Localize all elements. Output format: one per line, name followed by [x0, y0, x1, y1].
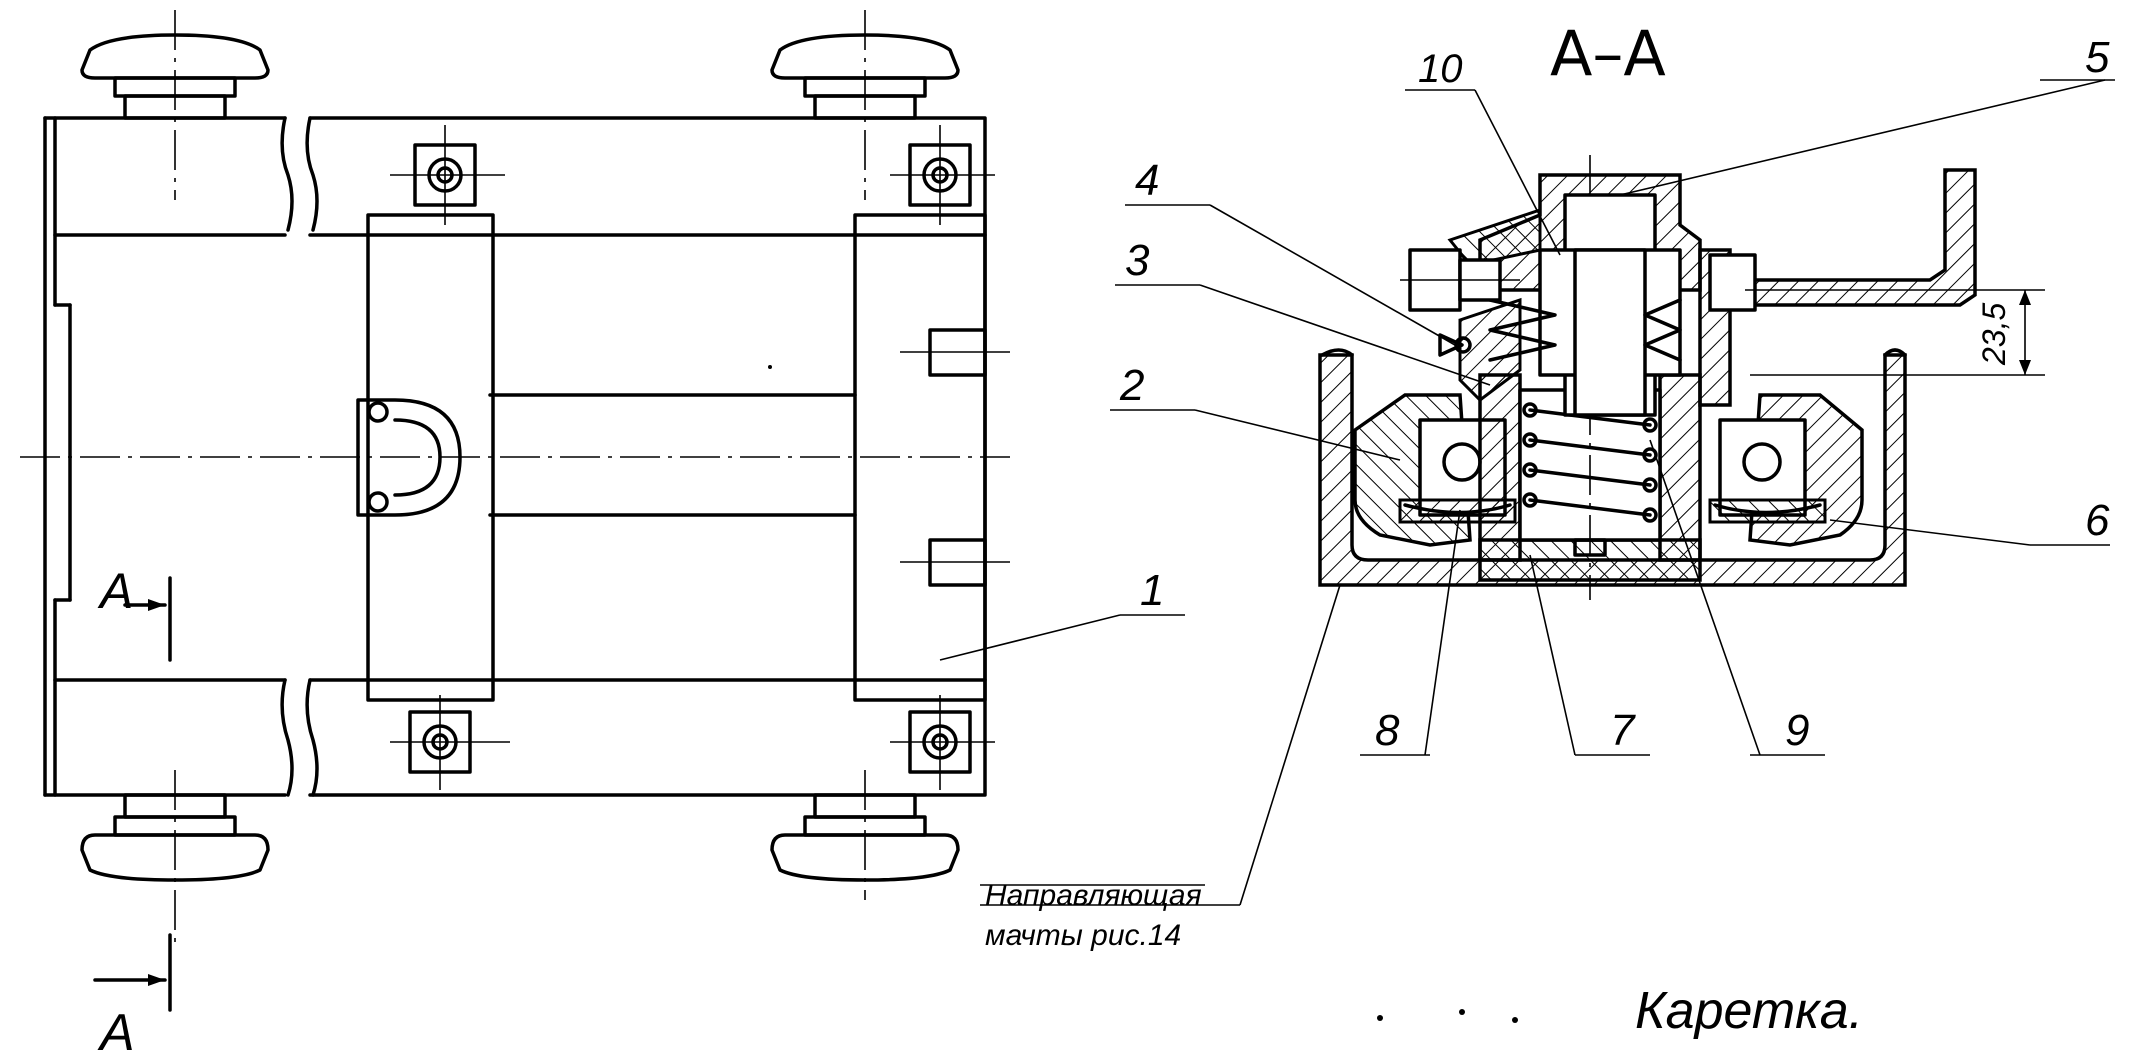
- callout-3: 3: [1125, 236, 1150, 285]
- section-view: [768, 79, 2115, 1023]
- right-bracket: [1698, 168, 1977, 407]
- bolt-top-right: [890, 125, 995, 225]
- section-title: A–A: [1550, 17, 1666, 90]
- callout-7: 7: [1610, 706, 1636, 755]
- guide-channel: [1318, 348, 1907, 587]
- frame: [43, 116, 987, 797]
- right-crossbar: [853, 213, 1010, 702]
- section-cut-marks: [93, 576, 172, 1012]
- note-line2: мачты рис.14: [985, 919, 1181, 952]
- leaders: [980, 79, 2115, 906]
- callout-10: 10: [1418, 47, 1463, 91]
- callout-2: 2: [1119, 361, 1144, 410]
- callout-5: 5: [2085, 33, 2110, 82]
- middle-crossbar: [356, 213, 495, 702]
- dimension-label: 23,5: [1976, 303, 2012, 366]
- plan-view: [20, 10, 1185, 1012]
- callout-1: 1: [1140, 566, 1164, 615]
- bolt-bottom-right: [890, 695, 995, 790]
- callout-6: 6: [2085, 496, 2110, 545]
- section-mark-bottom: A: [97, 1004, 135, 1060]
- dimension-235: [1745, 289, 2045, 376]
- link-block: [1438, 297, 1522, 402]
- bolt-bottom-mid: [390, 695, 510, 790]
- callout-8: 8: [1375, 706, 1400, 755]
- note-line1: Направляющая: [985, 879, 1202, 912]
- bolt-top-mid: [390, 125, 505, 225]
- upper-block: [1400, 173, 1702, 417]
- callout-9: 9: [1785, 706, 1809, 755]
- right-roller-housing: [1708, 393, 1864, 547]
- caption: Каретка.: [1635, 982, 1863, 1040]
- section-mark-top: A: [97, 563, 133, 619]
- callout-4: 4: [1135, 156, 1159, 205]
